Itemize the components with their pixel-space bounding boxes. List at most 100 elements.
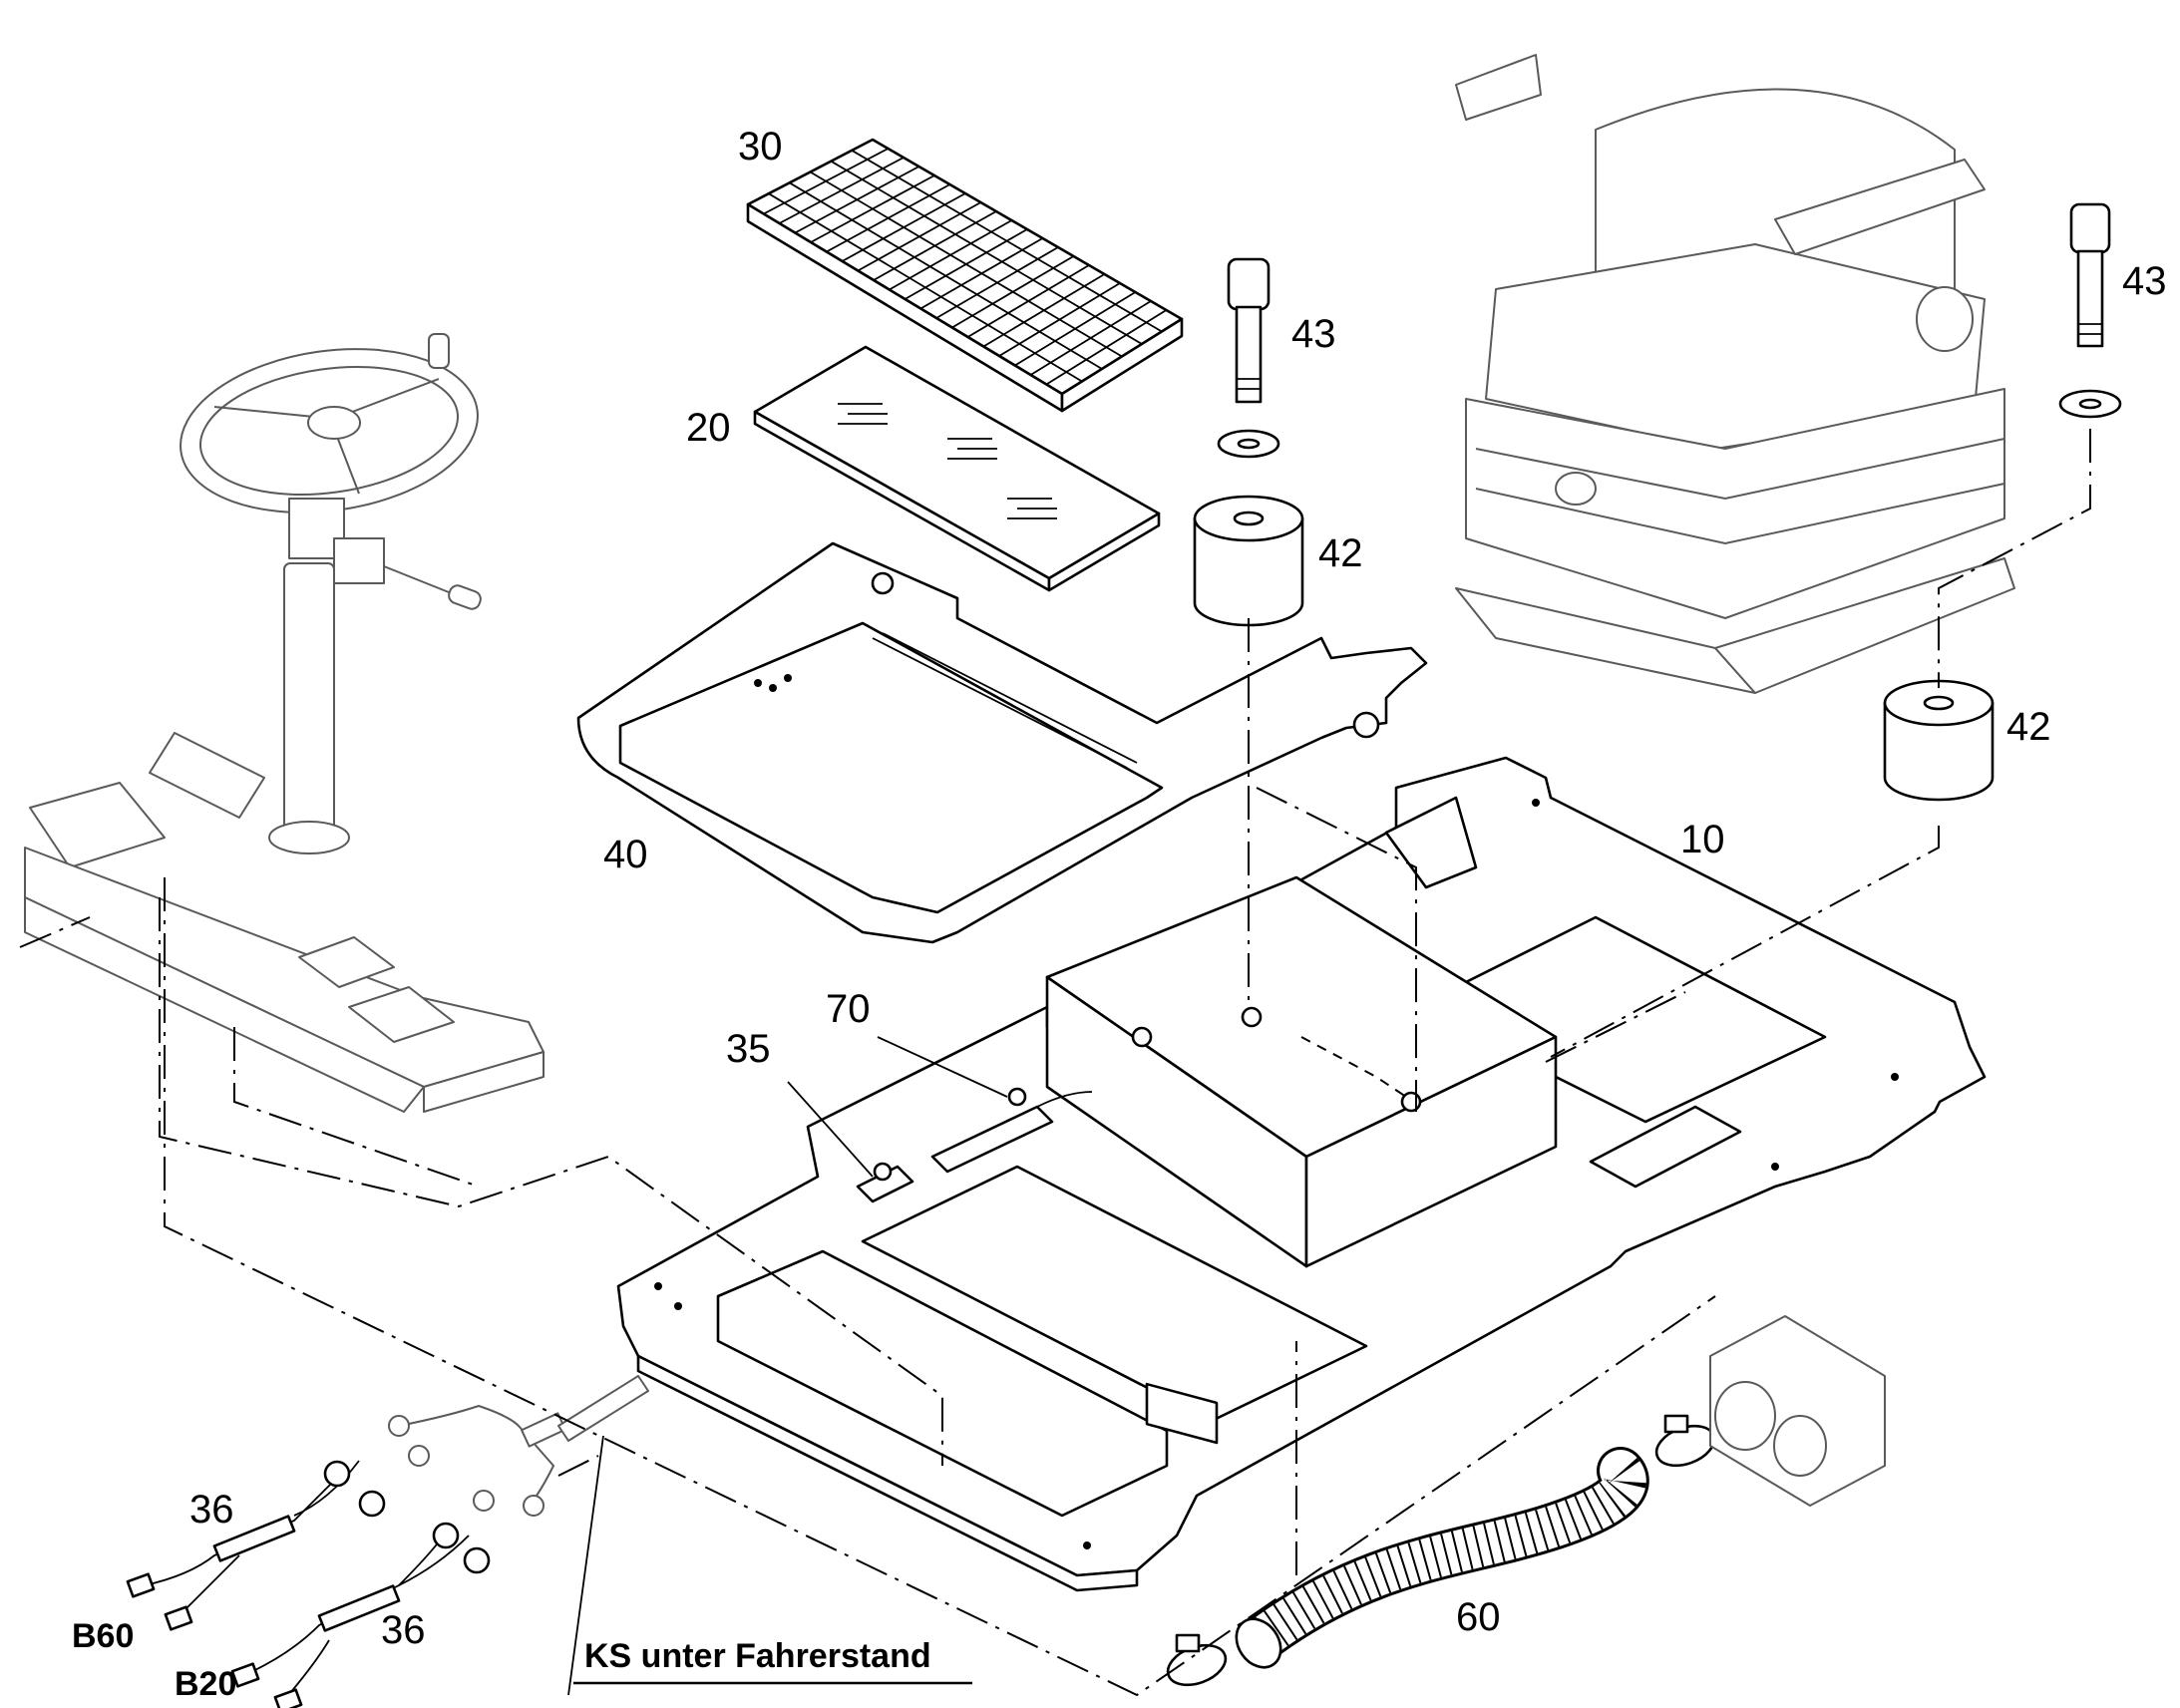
- driver-seat-assembly: [1455, 54, 2015, 694]
- seat-suspension: [1465, 388, 2005, 619]
- column-tube: [283, 562, 335, 834]
- block-body: [1883, 701, 1995, 802]
- hose-fill: [1246, 1450, 1646, 1656]
- harness-reference-grey: [388, 1375, 649, 1517]
- leader-35: [787, 1081, 874, 1178]
- part-43-bolt-right: [2069, 202, 2111, 348]
- outlet-port: [1714, 1381, 1776, 1451]
- axis-plate-right: [1545, 991, 1686, 1063]
- column-lever-knob: [448, 584, 482, 610]
- ring-terminal: [323, 1460, 351, 1488]
- seat-suspension-line: [1475, 438, 2005, 501]
- part-20-mat: [753, 345, 1161, 592]
- axis-pedal-end: [19, 916, 91, 948]
- switch-wire: [1036, 1091, 1093, 1108]
- part-42-rubber-block-left: [1193, 495, 1304, 627]
- callout-60: 60: [1456, 1595, 1501, 1639]
- connector-pin: [873, 1162, 893, 1182]
- box-screw: [1241, 1006, 1263, 1028]
- axis-bolt-right: [1938, 429, 2091, 688]
- part-36-cable-harness-upper: [126, 1460, 386, 1631]
- steering-wheel-spoke: [333, 428, 360, 495]
- ring-terminal: [358, 1490, 386, 1518]
- harness-wire: [293, 1460, 360, 1517]
- seat-suspension-line: [1475, 483, 2005, 545]
- frame-rivet: [769, 684, 777, 692]
- harness-wire: [144, 1475, 340, 1586]
- steering-column-assembly: [24, 333, 545, 1113]
- seat-adjust-knob: [1916, 286, 1974, 352]
- plate-cutout-left: [716, 1249, 1169, 1518]
- bolt-head: [2069, 202, 2111, 254]
- grating-cells: [763, 148, 1167, 386]
- box-screw: [1131, 1026, 1153, 1048]
- frame-rivet: [754, 679, 762, 687]
- column-base-boot: [268, 821, 350, 854]
- axis-frame-to-box: [1256, 787, 1417, 1112]
- plate-hole: [1532, 799, 1540, 807]
- plate-hole: [674, 1302, 682, 1310]
- ring-terminal: [432, 1522, 460, 1549]
- bolt-shaft: [2076, 249, 2104, 348]
- harness-ref-terminal: [473, 1490, 495, 1512]
- callout-36-lower: 36: [381, 1608, 426, 1652]
- plate-hole: [1891, 1073, 1899, 1081]
- plate-hole: [1083, 1541, 1091, 1549]
- grating-frame: [746, 138, 1184, 396]
- plate-lift-handle: [1384, 796, 1478, 889]
- plate-hole: [654, 1282, 662, 1290]
- grating-bar: [851, 150, 1163, 333]
- mat-side-edge: [1047, 512, 1161, 592]
- column-lever: [383, 565, 460, 597]
- outlet-port-2: [1773, 1415, 1827, 1477]
- connector-plug: [126, 1572, 156, 1598]
- harness-ref-terminal: [523, 1495, 545, 1517]
- connector-label-b60: B60: [72, 1617, 134, 1655]
- axis-column-mount: [233, 1027, 480, 1188]
- harness-wire: [179, 1554, 240, 1616]
- seat-armrest-right: [1774, 159, 1986, 255]
- harness-ref-conduit: [557, 1375, 649, 1442]
- outlet-body: [1709, 1315, 1886, 1507]
- axis-pedal-to-plate: [159, 897, 943, 1466]
- grating-bar: [789, 181, 1103, 370]
- plate-hole: [1771, 1163, 1779, 1171]
- connector-plug: [164, 1605, 193, 1631]
- plate-edge: [636, 1354, 1139, 1592]
- hose-clamp-lower: [1166, 1633, 1228, 1687]
- switch-body: [930, 1105, 1054, 1174]
- harness-ref-terminal: [388, 1415, 410, 1437]
- mount-plate-left: [298, 936, 395, 988]
- grating-bar: [810, 171, 1123, 358]
- part-43-bolt-left: [1227, 257, 1271, 404]
- block-body: [1193, 516, 1304, 627]
- part-36-cable-harness-lower: [230, 1522, 491, 1708]
- switch-knob: [1007, 1087, 1027, 1107]
- ring-terminal: [463, 1546, 491, 1574]
- grating-bar: [830, 160, 1143, 345]
- harness-wire: [243, 1535, 445, 1676]
- harness-ref-terminal: [408, 1445, 430, 1467]
- leader-70: [877, 1036, 1008, 1098]
- steering-hub: [307, 406, 361, 440]
- frame-rail: [882, 632, 1138, 764]
- axis-harness-to-outlet: [164, 877, 1716, 1697]
- callout-40: 40: [603, 833, 648, 876]
- callout-30: 30: [738, 125, 783, 169]
- column-switch-box: [333, 537, 385, 584]
- connector-plug: [273, 1688, 303, 1708]
- part-60-corrugated-hose: [1235, 1447, 1649, 1669]
- harness-sleeve: [317, 1584, 401, 1632]
- box-port: [1145, 1382, 1219, 1445]
- leader-ks-label: [567, 1435, 604, 1696]
- block-hole: [1923, 695, 1955, 711]
- harness-ref-sleeve: [521, 1412, 566, 1448]
- callout-20: 20: [686, 406, 731, 450]
- frame-hole: [1352, 711, 1380, 739]
- pedal-base-side: [423, 1051, 545, 1113]
- part-35-connector: [856, 1162, 914, 1203]
- axis-block-right: [1550, 826, 1940, 1058]
- callout-10: 10: [1680, 818, 1725, 861]
